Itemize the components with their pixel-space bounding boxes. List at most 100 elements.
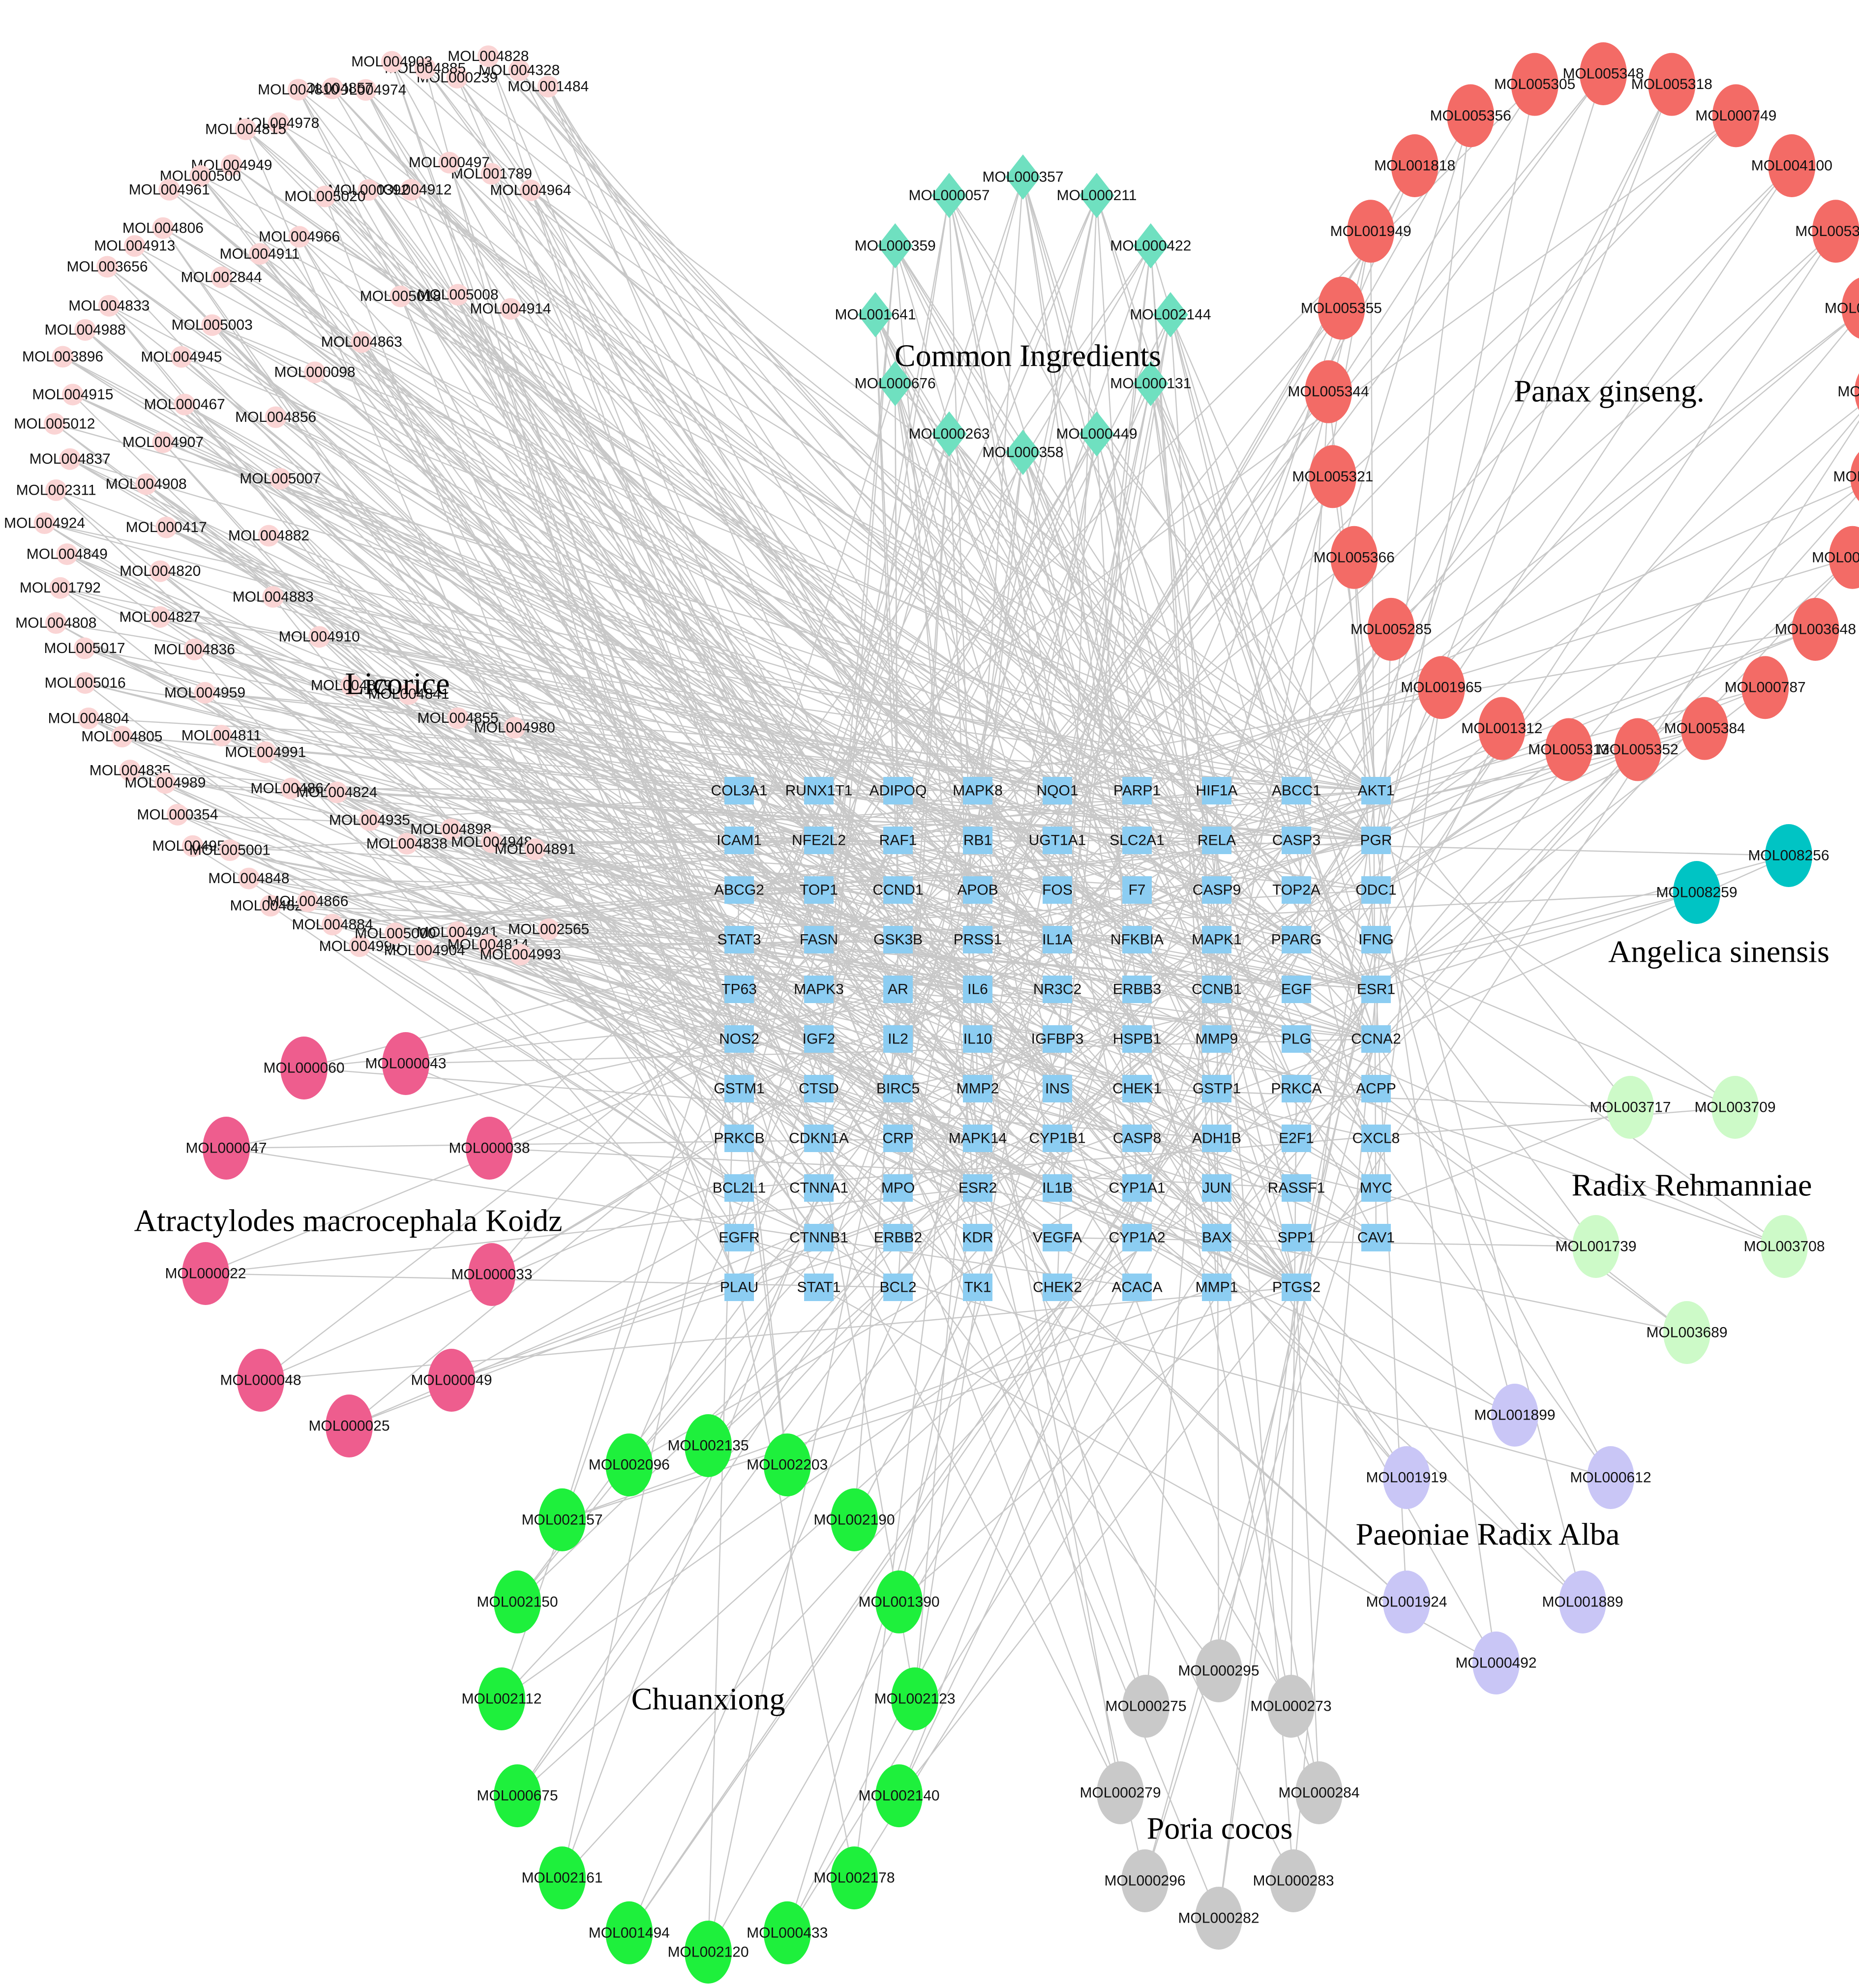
target-node[interactable]: BCL2 xyxy=(879,1274,917,1301)
node-licorice[interactable]: MOL002844 xyxy=(181,267,262,289)
node-atractylodes[interactable]: MOL000048 xyxy=(220,1349,301,1412)
target-node[interactable]: NOS2 xyxy=(719,1025,759,1053)
target-node[interactable]: JUN xyxy=(1202,1174,1231,1202)
node-atractylodes[interactable]: MOL000043 xyxy=(365,1032,447,1095)
node-common[interactable]: MOL002144 xyxy=(1130,292,1211,337)
node-atractylodes[interactable]: MOL000025 xyxy=(308,1395,390,1457)
node-ginseng[interactable]: MOL005348 xyxy=(1562,42,1644,105)
node-common[interactable]: MOL000422 xyxy=(1110,223,1191,268)
node-poria[interactable]: MOL000296 xyxy=(1104,1849,1186,1912)
node-licorice[interactable]: MOL004855 xyxy=(417,707,499,729)
node-licorice[interactable]: MOL005018 xyxy=(360,285,441,307)
node-licorice[interactable]: MOL004833 xyxy=(68,295,150,317)
node-licorice[interactable]: MOL004948 xyxy=(451,831,532,853)
node-licorice[interactable]: MOL004961 xyxy=(129,178,210,201)
target-node[interactable]: MAPK1 xyxy=(1192,926,1242,953)
node-licorice[interactable]: MOL004991 xyxy=(225,741,306,763)
node-chuanxiong[interactable]: MOL002150 xyxy=(477,1570,558,1633)
target-node[interactable]: PRKCA xyxy=(1271,1075,1322,1102)
node-common[interactable]: MOL000676 xyxy=(855,361,936,406)
target-node[interactable]: AKT1 xyxy=(1357,777,1395,804)
node-atractylodes[interactable]: MOL000038 xyxy=(449,1117,530,1180)
target-node[interactable]: ABCG2 xyxy=(714,876,764,904)
node-ginseng[interactable]: MOL005344 xyxy=(1288,360,1369,423)
node-licorice[interactable]: MOL005017 xyxy=(44,637,125,659)
node-atractylodes[interactable]: MOL000047 xyxy=(185,1117,267,1180)
node-rehmanniae[interactable]: MOL001739 xyxy=(1555,1215,1637,1278)
node-poria[interactable]: MOL000295 xyxy=(1178,1639,1259,1702)
target-node[interactable]: VEGFA xyxy=(1033,1224,1082,1251)
node-angelica[interactable]: MOL008256 xyxy=(1748,824,1829,887)
node-chuanxiong[interactable]: MOL002096 xyxy=(589,1433,670,1497)
target-node[interactable]: MPO xyxy=(881,1174,915,1202)
target-node[interactable]: CHEK1 xyxy=(1112,1075,1162,1102)
node-licorice[interactable]: MOL000354 xyxy=(137,803,218,826)
target-node[interactable]: BIRC5 xyxy=(876,1075,920,1102)
node-licorice[interactable]: MOL003896 xyxy=(22,346,103,368)
node-licorice[interactable]: MOL001789 xyxy=(451,163,532,185)
node-licorice[interactable]: MOL004980 xyxy=(474,717,555,739)
node-angelica[interactable]: MOL008259 xyxy=(1656,861,1738,924)
target-node[interactable]: PTGS2 xyxy=(1272,1274,1320,1301)
node-chuanxiong[interactable]: MOL002140 xyxy=(858,1764,940,1828)
target-node[interactable]: MMP1 xyxy=(1196,1274,1238,1301)
node-paeoniae[interactable]: MOL000492 xyxy=(1455,1632,1537,1694)
target-node[interactable]: IFNG xyxy=(1358,926,1394,953)
node-ginseng[interactable]: MOL005356 xyxy=(1430,84,1511,148)
node-licorice[interactable]: MOL005012 xyxy=(14,413,95,435)
node-poria[interactable]: MOL000275 xyxy=(1105,1675,1187,1738)
target-node[interactable]: PLAU xyxy=(720,1274,758,1301)
node-licorice[interactable]: MOL000417 xyxy=(126,516,207,538)
node-licorice[interactable]: MOL004827 xyxy=(120,606,201,628)
node-ginseng[interactable]: MOL005366 xyxy=(1314,526,1395,589)
node-licorice[interactable]: MOL005007 xyxy=(240,468,321,490)
target-node[interactable]: RELA xyxy=(1198,827,1236,854)
target-node[interactable]: MAPK8 xyxy=(953,777,1003,804)
node-ginseng[interactable]: MOL000749 xyxy=(1695,84,1776,148)
node-common[interactable]: MOL000211 xyxy=(1057,173,1137,218)
node-ginseng[interactable]: MOL005355 xyxy=(1301,276,1382,340)
target-node[interactable]: TOP2A xyxy=(1272,876,1320,904)
node-atractylodes[interactable]: MOL000033 xyxy=(451,1243,533,1306)
target-node[interactable]: ICAM1 xyxy=(717,827,762,854)
node-chuanxiong[interactable]: MOL002123 xyxy=(874,1667,956,1730)
node-licorice[interactable]: MOL004907 xyxy=(122,431,204,453)
node-licorice[interactable]: MOL004910 xyxy=(279,626,360,648)
node-chuanxiong[interactable]: MOL002157 xyxy=(521,1488,603,1551)
node-ginseng[interactable]: MOL005351 xyxy=(1795,200,1859,263)
node-ginseng[interactable]: MOL004275 xyxy=(1837,360,1859,423)
node-chuanxiong[interactable]: MOL002120 xyxy=(667,1921,749,1984)
node-licorice[interactable]: MOL004908 xyxy=(106,473,187,495)
node-licorice[interactable]: MOL004820 xyxy=(120,560,201,582)
node-atractylodes[interactable]: MOL000060 xyxy=(263,1037,345,1099)
node-ginseng[interactable]: MOL005285 xyxy=(1350,597,1432,661)
target-node[interactable]: PRKCB xyxy=(714,1125,765,1152)
target-node[interactable]: IL1A xyxy=(1042,926,1073,953)
node-licorice[interactable]: MOL004884 xyxy=(292,914,373,936)
node-common[interactable]: MOL000131 xyxy=(1110,361,1191,406)
node-licorice[interactable]: MOL004935 xyxy=(329,809,410,831)
target-node[interactable]: GSK3B xyxy=(873,926,923,953)
node-licorice[interactable]: MOL004959 xyxy=(164,682,245,704)
node-licorice[interactable]: MOL000467 xyxy=(144,393,225,415)
node-paeoniae[interactable]: MOL001889 xyxy=(1542,1571,1623,1633)
node-licorice[interactable]: MOL004837 xyxy=(30,448,111,470)
target-node[interactable]: CTNNB1 xyxy=(789,1224,848,1251)
node-poria[interactable]: MOL000282 xyxy=(1178,1887,1259,1950)
target-node[interactable]: ESR1 xyxy=(1357,976,1395,1003)
target-node[interactable]: SPP1 xyxy=(1278,1224,1316,1251)
target-node[interactable]: RUNX1T1 xyxy=(785,777,853,804)
target-node[interactable]: IL6 xyxy=(963,976,992,1003)
target-node[interactable]: ERBB2 xyxy=(874,1224,922,1251)
node-chuanxiong[interactable]: MOL002178 xyxy=(813,1846,895,1910)
node-licorice[interactable]: MOL004898 xyxy=(410,818,491,840)
node-chuanxiong[interactable]: MOL002203 xyxy=(747,1433,828,1497)
node-paeoniae[interactable]: MOL001899 xyxy=(1474,1384,1556,1447)
node-ginseng[interactable]: MOL005352 xyxy=(1597,718,1679,781)
target-node[interactable]: KDR xyxy=(962,1224,993,1251)
node-ginseng[interactable]: MOL005318 xyxy=(1631,53,1712,116)
node-atractylodes[interactable]: MOL000049 xyxy=(411,1349,492,1412)
target-node[interactable]: ERBB3 xyxy=(1113,976,1161,1003)
node-ginseng[interactable]: MOL000787 xyxy=(1725,656,1806,719)
node-atractylodes[interactable]: MOL000022 xyxy=(165,1242,246,1305)
